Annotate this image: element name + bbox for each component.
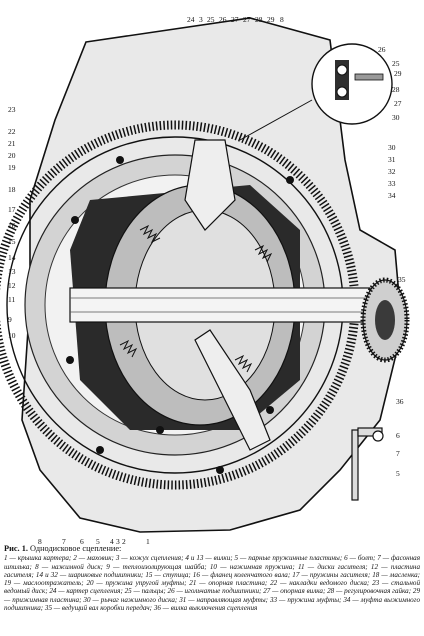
callout-inset-4: 28 [392,85,400,94]
caption-title-line: Рис. 1. Однодисковое сцепление: [4,544,420,553]
callout-left-5: 19 [8,163,16,172]
clutch-illustration: 24 3 25 26 27 27 28 29 8 26 25 29 28 27 … [0,15,410,544]
callout-inset-1: 26 [378,45,386,54]
callout-top-7: 28 [255,15,263,24]
callout-right-1: 30 [388,143,396,152]
callout-left-1: 23 [8,105,16,114]
callout-left-6: 18 [8,185,16,194]
callout-left-12: 12 [8,281,16,290]
caption-number: 1. [21,544,28,553]
callout-bottom-4: 5 [96,537,100,544]
callout-top-6: 27 [243,15,251,24]
callout-numbers: 24 3 25 26 27 27 28 29 8 26 25 29 28 27 … [8,15,406,544]
callout-left-single-2: 10 [8,331,16,340]
callout-bottom-5: 4 [110,537,114,544]
spring-plate-detail [351,427,384,501]
flywheel-bolt-holes [66,156,294,474]
callout-top-9: 8 [280,15,284,24]
callout-top-8: 29 [267,15,275,24]
shaft-spline-end [360,277,410,363]
callout-right-3: 32 [388,167,396,176]
callout-right-5: 34 [388,191,396,200]
callout-left-7: 17 [8,205,16,214]
callout-left-4: 20 [8,151,16,160]
callout-inset-2: 25 [392,59,400,68]
callout-top-2: 3 [199,15,203,24]
callout-bottom-2: 7 [62,537,66,544]
callout-bottom-7: 2 [122,537,126,544]
callout-bottom-3: 6 [80,537,84,544]
callout-right-7: 36 [396,397,404,406]
callout-bottom-8: 1 [146,537,150,544]
callout-bottom-6: 3 [116,537,120,544]
gearbox-input-shaft [69,287,371,323]
callout-top-1: 24 [187,15,195,24]
callout-left-3: 21 [8,139,16,148]
callout-left-11: 13 [8,267,16,276]
callout-left-10: 14 [8,253,16,262]
callout-inset-5: 27 [394,99,402,108]
callout-left-13: 11 [8,295,15,304]
figure-caption: Рис. 1. Однодисковое сцепление: 1 — крыш… [4,544,420,635]
callout-left-2: 22 [8,127,16,136]
bearing-detail-inset [239,43,393,141]
caption-label: Рис. [4,544,20,553]
clutch-springs [119,224,273,373]
callout-detail-3: 5 [396,469,400,478]
callout-inset-6: 30 [392,113,400,122]
callout-left-8: 16 [8,221,16,230]
callout-left-single-1: 9 [8,315,12,324]
callout-left-9: 15 [8,237,16,246]
callout-right-2: 31 [388,155,396,164]
callout-detail-2: 7 [396,449,400,458]
callout-top-5: 27 [231,15,239,24]
caption-title: Однодисковое сцепление: [30,544,122,553]
callout-inset-3: 29 [394,69,402,78]
callout-top-3: 25 [207,15,215,24]
caption-legend: 1 — крышка картера; 2 — маховик; 3 — кож… [4,554,420,612]
callout-right-6: 35 [398,275,406,284]
callout-right-4: 33 [388,179,396,188]
callout-top-4: 26 [219,15,227,24]
callout-bottom-1: 8 [38,537,42,544]
callout-detail-1: 6 [396,431,400,440]
release-levers [184,139,271,451]
